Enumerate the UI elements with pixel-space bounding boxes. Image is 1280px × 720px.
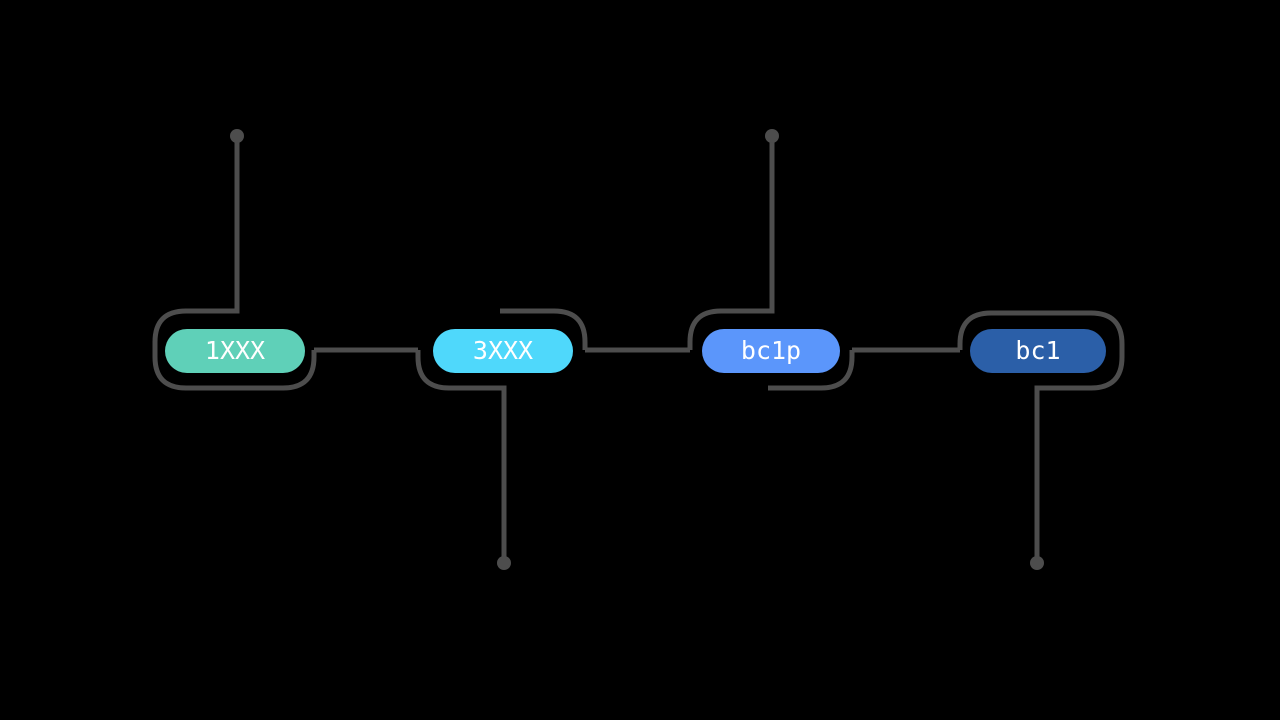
node-bc1-pill[interactable]	[970, 329, 1106, 373]
node-1xxx-label: 1XXX	[205, 336, 265, 365]
endpoint-dot-bottom-middle	[497, 556, 511, 570]
node-3xxx-pill[interactable]	[433, 329, 573, 373]
node-bc1p[interactable]: bc1p	[702, 329, 840, 373]
track-bc1p-lower-exit	[768, 350, 855, 391]
node-bc1p-pill[interactable]	[702, 329, 840, 373]
node-1xxx[interactable]: 1XXX	[165, 329, 305, 373]
node-3xxx[interactable]: 3XXX	[433, 329, 573, 373]
node-3xxx-label: 3XXX	[473, 336, 533, 365]
node-bc1-label: bc1	[1015, 336, 1060, 365]
track-3xxx-lower-branch	[415, 350, 507, 563]
endpoint-dot-top-right	[765, 129, 779, 143]
track-3xxx-upper-exit	[500, 308, 588, 350]
track-bc1-wrap-loop	[957, 310, 1125, 563]
track-1xxx-loop	[152, 136, 317, 391]
node-bc1p-label: bc1p	[741, 336, 801, 365]
endpoint-group	[230, 129, 1044, 570]
node-group: 1XXX 3XXX bc1p bc1	[165, 329, 1106, 373]
track-bc1p-upper-entry	[687, 136, 775, 350]
node-bc1[interactable]: bc1	[970, 329, 1106, 373]
endpoint-dot-bottom-right	[1030, 556, 1044, 570]
track-group	[152, 136, 1125, 563]
endpoint-dot-top-left	[230, 129, 244, 143]
node-1xxx-pill[interactable]	[165, 329, 305, 373]
